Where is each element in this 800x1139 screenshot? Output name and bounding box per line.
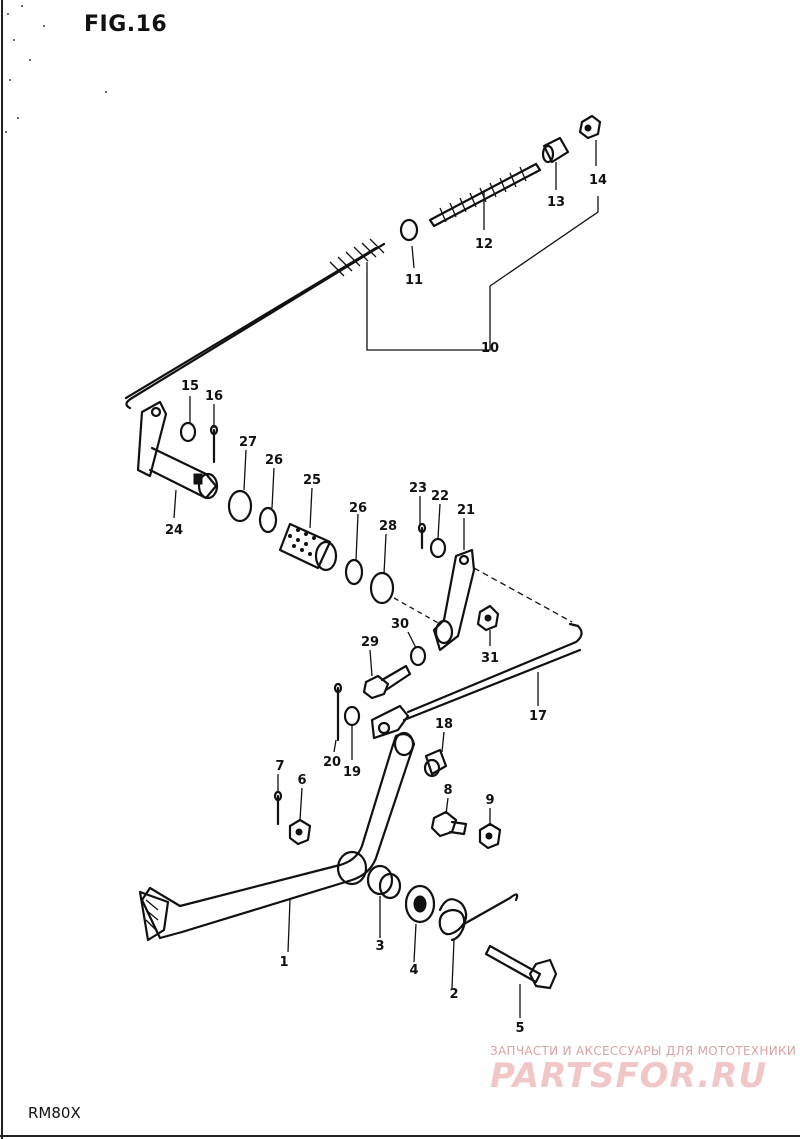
bushing-3 <box>366 864 402 900</box>
part-label: 28 <box>379 519 397 534</box>
nut-6 <box>288 818 312 846</box>
return-spring-12 <box>428 162 542 228</box>
part-label: 6 <box>297 773 306 788</box>
cotter-pin-20 <box>333 682 343 742</box>
ring-26-a <box>258 506 278 534</box>
part-label: 12 <box>475 237 493 252</box>
o-ring-27 <box>227 489 253 523</box>
brake-arm-21 <box>432 548 476 652</box>
cotter-pin-7 <box>273 790 283 826</box>
washer-22 <box>429 537 447 559</box>
nut-9 <box>478 822 502 850</box>
bolt-5 <box>484 944 558 990</box>
part-label: 18 <box>435 717 453 732</box>
leader-lines <box>173 140 597 1018</box>
part-label: 23 <box>409 481 427 496</box>
brake-pedal-1 <box>138 731 416 942</box>
brake-rod-17 <box>402 622 583 722</box>
part-label: 2 <box>449 987 458 1002</box>
cotter-pin-16 <box>209 424 219 464</box>
part-label: 9 <box>485 793 494 808</box>
part-label: 17 <box>529 709 547 724</box>
part-label: 3 <box>375 939 384 954</box>
washer-28 <box>369 571 395 605</box>
part-label: 20 <box>323 755 341 770</box>
part-label: 14 <box>589 173 607 188</box>
washer-11 <box>399 218 419 242</box>
part-label: 26 <box>265 453 283 468</box>
model-code: RM80X <box>28 1104 81 1122</box>
part-label: 4 <box>409 963 418 978</box>
adjuster-13 <box>541 136 570 164</box>
brake-rod <box>124 238 386 410</box>
cotter-pin-23 <box>417 522 427 550</box>
part-label: 10 <box>481 341 499 356</box>
part-label: 31 <box>481 651 499 666</box>
part-label: 24 <box>165 523 183 538</box>
part-label: 22 <box>431 489 449 504</box>
ring-26-b <box>344 558 364 586</box>
rod-clevis <box>370 704 410 740</box>
part-label: 7 <box>275 759 284 774</box>
part-label: 29 <box>361 635 379 650</box>
part-label: 16 <box>205 389 223 404</box>
part-label: 11 <box>405 273 423 288</box>
part-label: 19 <box>343 765 361 780</box>
bolt-8 <box>430 810 468 838</box>
bushing-25 <box>278 522 338 572</box>
part-label: 21 <box>457 503 475 518</box>
nut-31 <box>476 604 500 632</box>
part-label: 30 <box>391 617 409 632</box>
part-label: 15 <box>181 379 199 394</box>
pedal-shaft-arm-24 <box>136 400 219 500</box>
figure-title: FIG.16 <box>84 12 168 37</box>
part-label: 13 <box>547 195 565 210</box>
pedal-spring-2 <box>438 893 519 942</box>
watermark-tagline: ЗАПЧАСТИ И АКСЕССУАРЫ ДЛЯ МОТОТЕХНИКИ <box>490 1044 797 1058</box>
nut-14 <box>578 114 602 140</box>
washer-30 <box>409 645 427 667</box>
washer-15 <box>179 421 197 443</box>
bolt-29 <box>362 664 412 700</box>
part-label: 8 <box>443 783 452 798</box>
part-label: 1 <box>279 955 288 970</box>
part-label: 25 <box>303 473 321 488</box>
part-label: 26 <box>349 501 367 516</box>
washer-4 <box>404 884 436 924</box>
washer-19 <box>343 705 361 727</box>
scan-noise <box>5 5 107 133</box>
part-label: 5 <box>515 1021 524 1036</box>
pivot-pin-18 <box>423 748 448 778</box>
watermark-logo: PARTSFOR.RU <box>490 1056 768 1096</box>
part-label: 27 <box>239 435 257 450</box>
part-labels: 1 2 3 4 5 6 7 8 9 10 11 12 13 14 15 16 1… <box>165 173 607 1036</box>
